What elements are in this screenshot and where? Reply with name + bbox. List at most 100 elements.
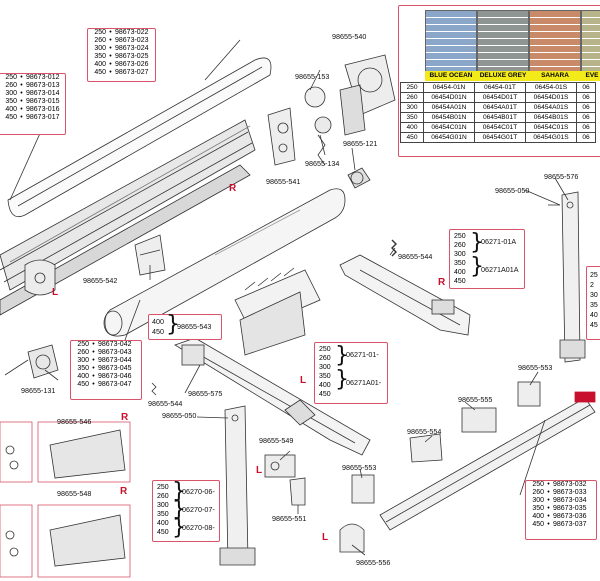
part-code: 98673-026 — [115, 61, 149, 68]
side-marker-r: R — [120, 486, 128, 497]
leg-code: 06270-08- — [182, 523, 215, 532]
size: 450 — [5, 114, 17, 121]
part-code: 98673-016 — [26, 106, 60, 113]
brace: } — [470, 254, 484, 279]
part-code: 98673-045 — [98, 365, 132, 372]
separator: • — [547, 497, 550, 504]
size: 300 — [319, 364, 331, 371]
code-row: 250•98673-012 — [0, 74, 65, 82]
part-code: 98673-023 — [115, 37, 149, 44]
part-code: 98673-013 — [26, 82, 60, 89]
code-row: 260•98673-023 — [88, 37, 155, 45]
part-code: 98673-017 — [26, 114, 60, 121]
fabric-swatch — [425, 10, 477, 72]
clamp-556 — [339, 523, 365, 553]
code-row: 450•98673-047 — [71, 381, 141, 389]
part-code: 98673-035 — [553, 505, 587, 512]
code-row: 350•98673-045 — [71, 365, 141, 373]
label-98655-555: 98655-555 — [458, 395, 493, 404]
size: 450 — [152, 327, 164, 336]
code-row: 300•98673-034 — [526, 497, 596, 505]
size: 260 — [77, 349, 89, 356]
separator: • — [109, 53, 112, 60]
size: 350 — [454, 260, 466, 267]
fabric-code: 06454A01N — [423, 102, 475, 113]
size: 300 — [157, 502, 169, 509]
size: 300 — [94, 45, 106, 52]
size: 450 — [400, 132, 424, 143]
size: 260 — [532, 489, 544, 496]
size: 400 — [400, 122, 424, 133]
fabric-code: 06454C01N — [423, 122, 475, 133]
clip-549 — [264, 454, 296, 478]
separator: • — [109, 69, 112, 76]
bracket-553-lower — [351, 474, 375, 504]
separator: • — [92, 341, 95, 348]
part-code: 98673-012 — [26, 74, 60, 81]
size: 400 — [454, 269, 466, 276]
fabric-code: 06454G01S — [525, 132, 577, 143]
fabric-code: 06454B01N — [423, 112, 475, 123]
part-code: 98673-036 — [553, 513, 587, 520]
arm-code: 06271-01A — [481, 237, 517, 246]
size: 400 — [77, 373, 89, 380]
left-support-leg — [219, 405, 256, 566]
part-code: 98673-025 — [115, 53, 149, 60]
label-98655-134: 98655-134 — [305, 159, 340, 168]
fabric-swatch — [477, 10, 529, 72]
size: 250 — [400, 82, 424, 93]
part-code: 98673-043 — [98, 349, 132, 356]
winch-housing — [339, 54, 396, 136]
clip-551 — [289, 477, 306, 506]
fabric-code: 06 — [576, 102, 596, 113]
left-arm — [174, 337, 371, 456]
size: 350 — [157, 511, 169, 518]
top-cover-profile — [7, 57, 272, 218]
arm-code: 06271A01A — [481, 265, 519, 274]
right-support-leg — [548, 191, 586, 363]
side-marker-l: L — [300, 375, 307, 386]
part-code: 98673-033 — [553, 489, 587, 496]
size: 400 — [532, 513, 544, 520]
label-98655-553-lower: 98655-553 — [342, 463, 377, 472]
brace: } — [172, 497, 186, 522]
code-row: 260•98673-013 — [0, 82, 65, 90]
size: 450 — [319, 391, 331, 398]
size: 450 — [77, 381, 89, 388]
size: 450 — [94, 69, 106, 76]
size: 350 — [94, 53, 106, 60]
bracket-543-code-box: 400 450 } 98655-543 — [148, 314, 222, 340]
separator: • — [109, 29, 112, 36]
code-row: 400•98673-026 — [88, 61, 155, 69]
arm-code: 06271-01- — [346, 350, 379, 359]
fabric-swatch — [529, 10, 581, 72]
side-marker-l: L — [256, 465, 263, 476]
part-code: 98673-024 — [115, 45, 149, 52]
label-98655-546: 98655-546 — [57, 417, 92, 426]
code-row: 260•98673-043 — [71, 349, 141, 357]
label-98655-153: 98655-153 — [295, 72, 330, 81]
brace: } — [166, 312, 180, 337]
code-row: 300•98673-024 — [88, 45, 155, 53]
code-row: 260•98673-033 — [526, 489, 596, 497]
size: 260 — [400, 92, 424, 103]
code-row: 300•98673-044 — [71, 357, 141, 365]
code-row: 250•98673-032 — [526, 481, 596, 489]
code-row: 350•98673-025 — [88, 53, 155, 61]
side-marker-r: R — [121, 412, 129, 423]
separator: • — [547, 505, 550, 512]
label-98655-050-right: 98655-050 — [495, 186, 530, 195]
part-code: 98673-027 — [115, 69, 149, 76]
label-98655-544-right: 98655-544 — [398, 252, 433, 261]
size: 250 — [5, 74, 17, 81]
size: 250 — [319, 346, 331, 353]
size: 30 — [590, 292, 598, 299]
